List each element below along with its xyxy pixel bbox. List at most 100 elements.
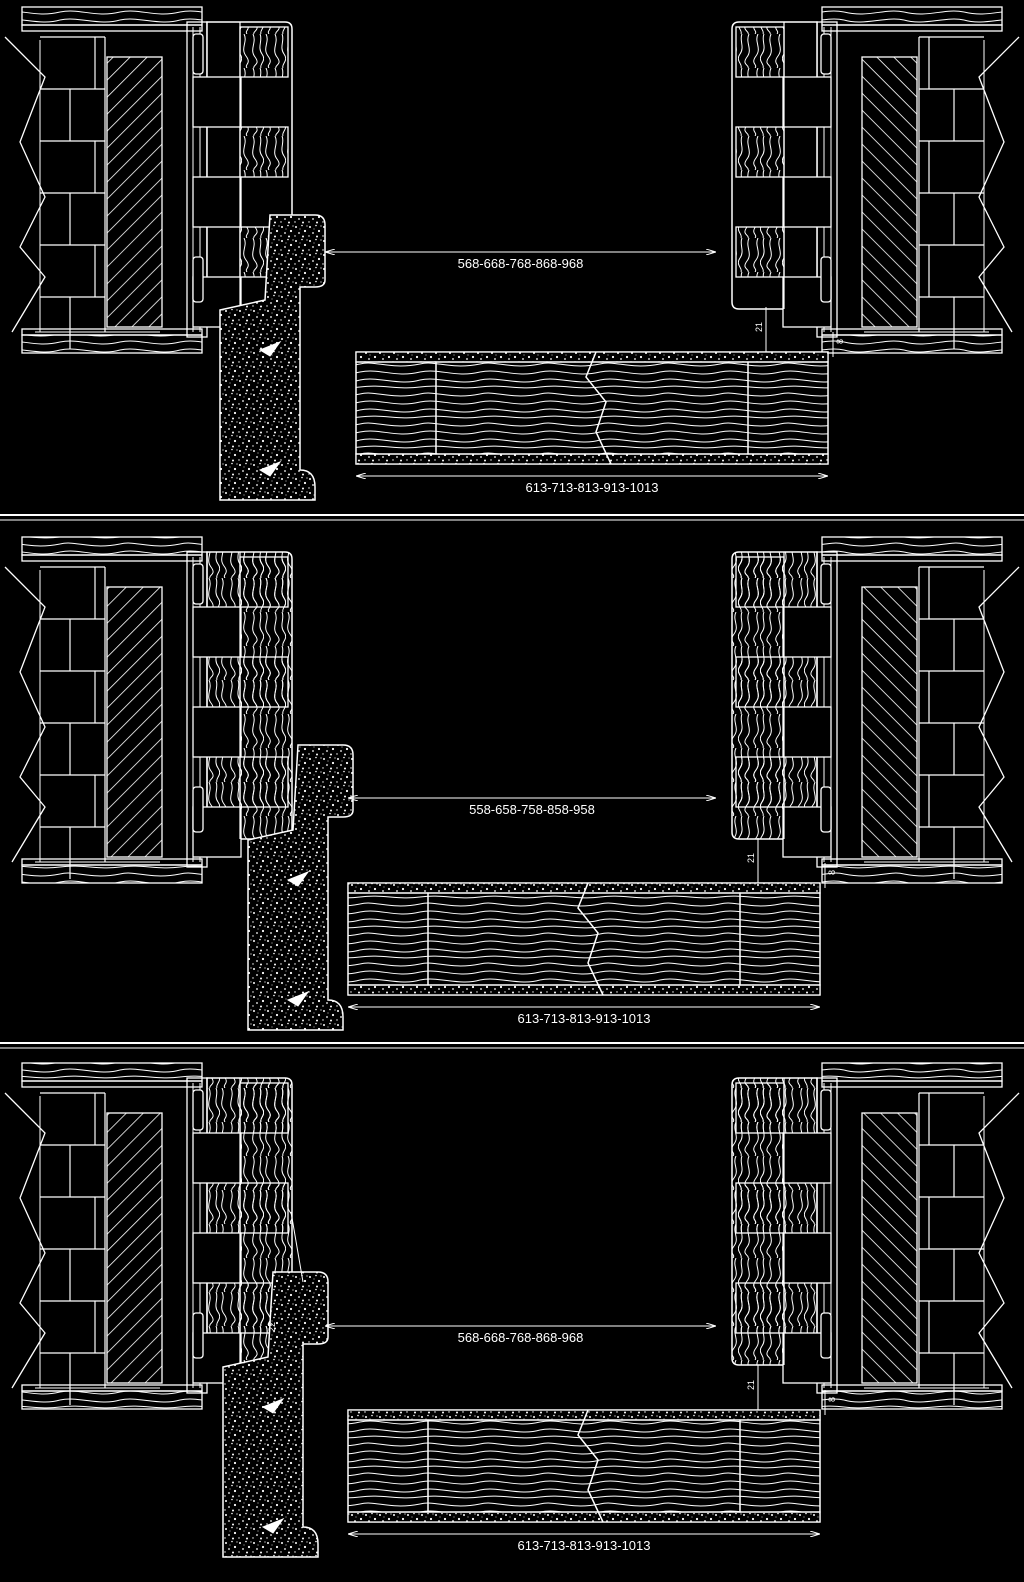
extra-dimension-label: 22 — [267, 1322, 277, 1332]
architrave-edge — [21, 858, 203, 866]
extra-leader-line — [290, 1211, 304, 1283]
frame-seal-clip — [820, 786, 832, 833]
hatched-wall-block — [861, 1112, 918, 1384]
left-wall-section — [4, 6, 208, 354]
leaf-core — [435, 361, 749, 455]
leaf-width-dimension-label: 613-713-813-913-1013 — [526, 480, 659, 495]
jamb-lamella — [192, 76, 242, 128]
jamb-lamella — [735, 1082, 785, 1134]
jamb-lamella — [239, 1182, 289, 1234]
leaf-edge-block-left — [347, 892, 429, 986]
right-wall-section — [816, 1062, 1020, 1410]
frame-seal-clip — [192, 256, 204, 303]
jamb-lamella — [782, 76, 832, 128]
leaf-bottom-skin — [347, 1511, 821, 1523]
door-leaf-cross-section — [355, 351, 829, 465]
door-section-panel-3: 568-668-768-868-968613-713-813-913-10132… — [4, 1062, 1020, 1558]
bottom-architrave — [821, 864, 1003, 884]
leaf-edge-block-left — [355, 361, 437, 455]
jamb-lamella — [239, 656, 289, 708]
jamb-lamella — [782, 176, 832, 228]
frame-seal-clip — [820, 1312, 832, 1359]
frame-seal-clip — [820, 256, 832, 303]
top-architrave — [21, 536, 203, 556]
opening-dimension-label: 568-668-768-868-968 — [458, 256, 584, 271]
jamb-lamella — [239, 756, 289, 808]
bottom-architrave — [21, 1390, 203, 1410]
jamb-lamella — [239, 26, 289, 78]
frame-seal-clip — [820, 563, 832, 605]
jamb-lamella — [735, 126, 785, 178]
jamb-lamella — [735, 1282, 785, 1334]
jamb-lamella — [782, 1132, 832, 1184]
jamb-lamella — [192, 606, 242, 658]
hatched-wall-block — [106, 1112, 163, 1384]
jamb-lamella — [239, 126, 289, 178]
frame-seal-clip — [192, 786, 204, 833]
jamb-lamella — [192, 176, 242, 228]
right-door-jamb — [731, 21, 832, 328]
side-gap-label: 21 — [746, 1380, 756, 1390]
leaf-seal — [258, 460, 282, 477]
left-door-jamb — [192, 551, 293, 858]
architrave-edge — [821, 1080, 1003, 1088]
architrave-edge — [21, 1080, 203, 1088]
architrave-edge — [21, 24, 203, 32]
architrave-edge — [821, 24, 1003, 32]
left-wall-section — [4, 536, 208, 884]
leaf-edge-block-right — [739, 1419, 821, 1513]
door-leaf-edge-profile — [219, 214, 326, 501]
jamb-lamella — [192, 1232, 242, 1284]
architrave-edge — [821, 1384, 1003, 1392]
architrave-edge — [21, 554, 203, 562]
leaf-bottom-skin — [347, 984, 821, 996]
bottom-architrave — [821, 334, 1003, 354]
leaf-edge-block-right — [747, 361, 829, 455]
architrave-edge — [821, 328, 1003, 336]
jamb-lamella — [239, 556, 289, 608]
frame-seal-clip — [192, 1089, 204, 1131]
right-wall-section — [816, 6, 1020, 354]
hatched-wall-block — [861, 56, 918, 328]
leaf-edge-block-right — [739, 892, 821, 986]
door-leaf-edge-profile — [247, 744, 354, 1031]
door-section-panel-2: 558-658-758-858-958613-713-813-913-10132… — [4, 536, 1020, 1031]
top-architrave — [821, 536, 1003, 556]
right-wall-section — [816, 536, 1020, 884]
top-gap-label: 8 — [827, 1397, 837, 1402]
leaf-core — [427, 892, 741, 986]
leaf-edge-block-left — [347, 1419, 429, 1513]
hatched-wall-block — [106, 56, 163, 328]
bottom-architrave — [21, 864, 203, 884]
jamb-lamella — [735, 26, 785, 78]
left-door-jamb — [192, 1077, 293, 1384]
architrave-edge — [821, 554, 1003, 562]
leaf-bottom-skin — [355, 453, 829, 465]
frame-seal-clip — [820, 1089, 832, 1131]
brick-break-line — [4, 566, 46, 863]
side-gap-label: 21 — [754, 322, 764, 332]
frame-seal-clip — [192, 33, 204, 75]
door-section-panel-1: 568-668-768-868-968 613-713-813-913-1013 2… — [4, 6, 1020, 501]
leaf-seal — [258, 340, 282, 357]
side-gap-label: 21 — [746, 853, 756, 863]
frame-seal-clip — [192, 1312, 204, 1359]
hatched-wall-block — [106, 586, 163, 858]
frame-seal-clip — [192, 563, 204, 605]
leaf-width-dimension-label: 613-713-813-913-1013 — [518, 1011, 651, 1026]
jamb-lamella — [735, 1182, 785, 1234]
jamb-lamella — [192, 706, 242, 758]
architrave-edge — [21, 1384, 203, 1392]
brick-break-line — [4, 1092, 46, 1389]
architrave-edge — [821, 858, 1003, 866]
leaf-seal — [286, 870, 310, 887]
door-leaf-edge-profile — [222, 1271, 329, 1558]
brick-break-line — [978, 1092, 1020, 1389]
leaf-core-joint — [577, 1409, 604, 1523]
door-leaf-cross-section — [347, 882, 821, 996]
leaf-seal — [261, 1517, 285, 1534]
top-architrave — [21, 1062, 203, 1082]
jamb-lamella — [782, 1232, 832, 1284]
